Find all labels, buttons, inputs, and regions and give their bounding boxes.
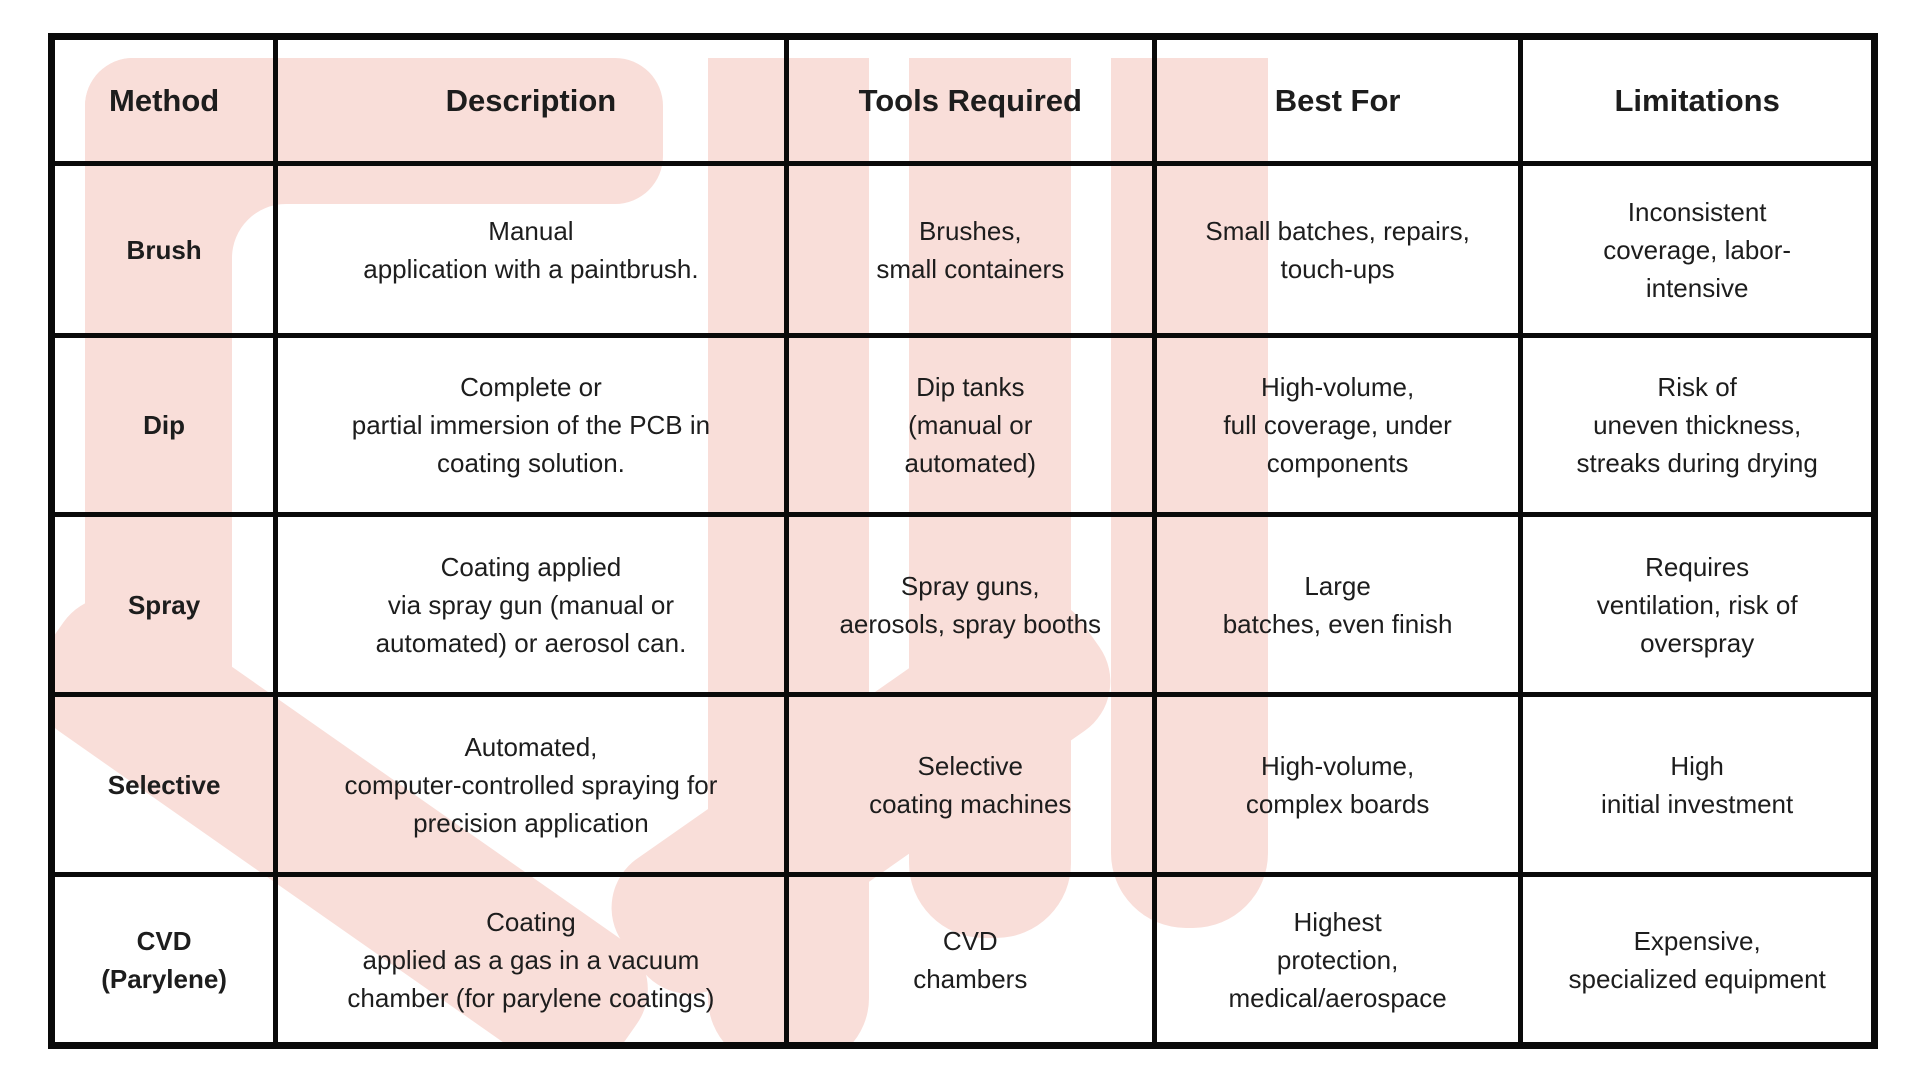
cell-limitations: Inconsistent coverage, labor- intensive [1518, 161, 1877, 338]
cell-tools: CVD chambers [783, 872, 1157, 1048]
comparison-table: Method Description Tools Required Best F… [48, 33, 1878, 1049]
cell-description: Complete or partial immersion of the PCB… [273, 333, 789, 517]
cell-limitations: Requires ventilation, risk of overspray [1518, 512, 1877, 697]
cell-description: Coating applied as a gas in a vacuum cha… [273, 872, 789, 1048]
cell-method: CVD (Parylene) [48, 872, 279, 1048]
cell-limitations: Expensive, specialized equipment [1518, 872, 1877, 1048]
cell-best-for: Highest protection, medical/aerospace [1151, 872, 1524, 1048]
column-header-best-for: Best For [1151, 34, 1524, 166]
cell-method: Dip [48, 333, 279, 517]
table-row-brush: Brush Manual application with a paintbru… [48, 161, 1877, 338]
column-header-method: Method [48, 34, 279, 166]
cell-best-for: Large batches, even finish [1151, 512, 1524, 697]
column-header-tools: Tools Required [783, 34, 1157, 166]
table-row-selective: Selective Automated, computer-controlled… [48, 692, 1877, 877]
column-header-limitations: Limitations [1518, 34, 1877, 166]
cell-description: Automated, computer-controlled spraying … [273, 692, 789, 877]
cell-limitations: High initial investment [1518, 692, 1877, 877]
table-row-dip: Dip Complete or partial immersion of the… [48, 333, 1877, 517]
coating-methods-comparison: Method Description Tools Required Best F… [48, 33, 1878, 1049]
cell-tools: Spray guns, aerosols, spray booths [783, 512, 1157, 697]
cell-best-for: Small batches, repairs, touch-ups [1151, 161, 1524, 338]
header-row: Method Description Tools Required Best F… [48, 34, 1877, 166]
cell-tools: Brushes, small containers [783, 161, 1157, 338]
cell-method: Selective [48, 692, 279, 877]
cell-description: Coating applied via spray gun (manual or… [273, 512, 789, 697]
table-row-spray: Spray Coating applied via spray gun (man… [48, 512, 1877, 697]
column-header-description: Description [273, 34, 789, 166]
table-row-cvd-parylene: CVD (Parylene) Coating applied as a gas … [48, 872, 1877, 1048]
cell-limitations: Risk of uneven thickness, streaks during… [1518, 333, 1877, 517]
cell-best-for: High-volume, full coverage, under compon… [1151, 333, 1524, 517]
cell-description: Manual application with a paintbrush. [273, 161, 789, 338]
cell-best-for: High-volume, complex boards [1151, 692, 1524, 877]
cell-tools: Selective coating machines [783, 692, 1157, 877]
cell-method: Spray [48, 512, 279, 697]
cell-method: Brush [48, 161, 279, 338]
cell-tools: Dip tanks (manual or automated) [783, 333, 1157, 517]
